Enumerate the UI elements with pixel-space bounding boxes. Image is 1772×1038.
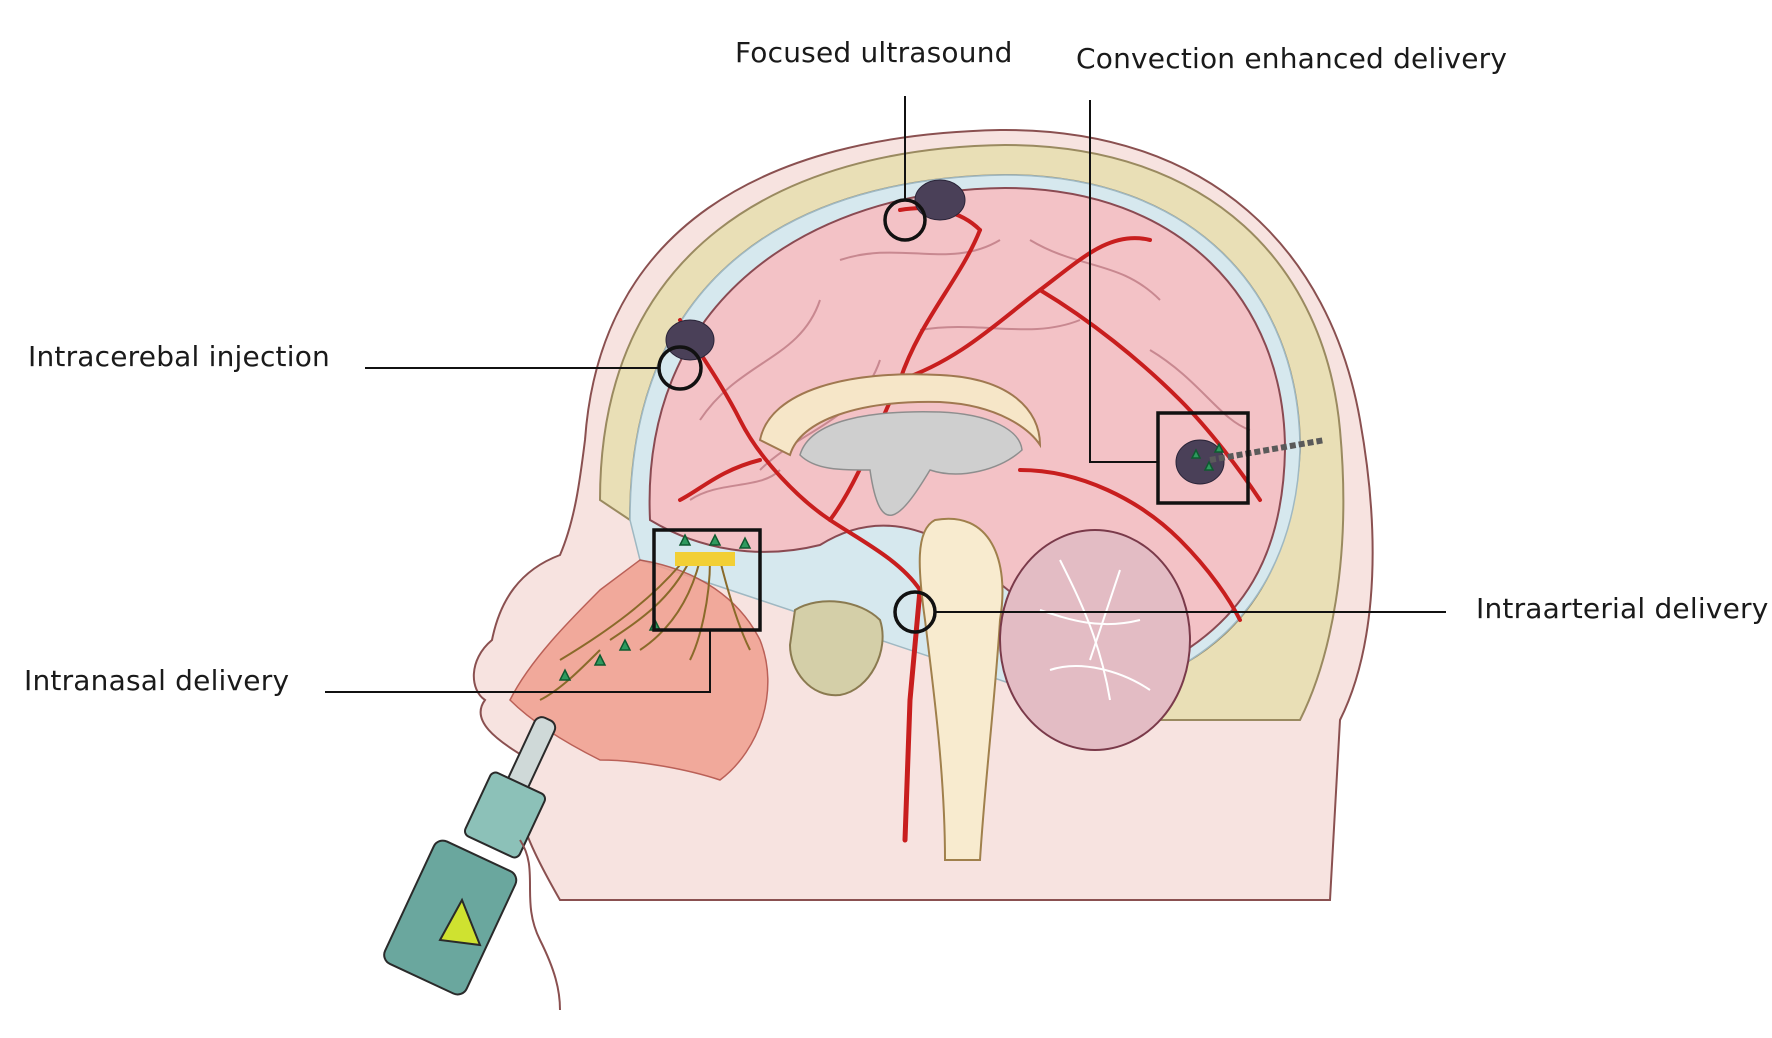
brainstem	[918, 517, 1004, 861]
label-focused-ultrasound: Focused ultrasound	[735, 36, 1013, 69]
tumor-top	[914, 179, 966, 221]
nasal-spray-icon	[383, 716, 561, 1011]
cerebellum-folia	[1039, 559, 1151, 701]
drug-particles	[558, 442, 1225, 681]
lateral-ventricle	[799, 411, 1023, 517]
catheter-icon	[1209, 437, 1326, 463]
corpus-callosum	[758, 373, 1042, 457]
tumor-right	[1175, 439, 1225, 485]
label-intracerebral-injection: Intracerebal injection	[28, 340, 330, 373]
sphenoid-sinus	[788, 600, 884, 697]
label-intraarterial-delivery: Intraarterial delivery	[1476, 592, 1769, 625]
label-intranasal-delivery: Intranasal delivery	[24, 664, 290, 697]
tumor-left	[665, 319, 715, 361]
target-convection	[1156, 411, 1250, 505]
leader-lines	[325, 96, 1446, 693]
cerebral-vessels	[678, 206, 1262, 843]
label-convection-enhanced-delivery: Convection enhanced delivery	[1076, 42, 1508, 75]
olfactory-bulb	[675, 552, 735, 566]
target-intranasal	[652, 528, 762, 632]
